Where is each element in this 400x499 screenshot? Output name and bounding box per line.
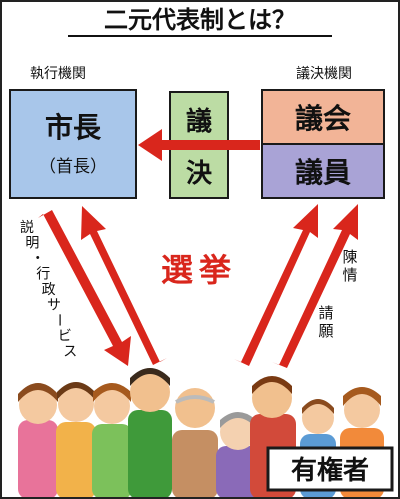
election-arrow-executive <box>81 206 167 365</box>
executive-box <box>9 89 137 199</box>
election-arrow-assembly <box>234 204 318 366</box>
petition-char: 陳 <box>342 248 357 266</box>
request-char: 願 <box>318 322 333 340</box>
voters-label: 有権者 <box>291 455 369 486</box>
left_arrow_label-char: 行 <box>36 267 50 283</box>
election-label: 選挙 <box>161 251 237 289</box>
service-arrow <box>38 210 131 366</box>
left_arrow_label-char: ス <box>63 344 77 360</box>
petition-char: 情 <box>342 266 357 284</box>
left_arrow_label-char: 政 <box>42 282 56 298</box>
assembly-label: 議会 <box>295 102 351 135</box>
diagram-title: 二元代表制とは？ <box>104 6 296 34</box>
left_arrow_label-char: 説 <box>20 220 34 236</box>
petition-arrow <box>272 204 358 368</box>
executive-caption: 執行機関 <box>30 66 86 82</box>
request-char: 請 <box>318 304 333 322</box>
vote-char-1: 議 <box>186 106 212 137</box>
vote-char-2: 決 <box>186 159 213 189</box>
assembly-member-label: 議員 <box>295 156 351 189</box>
request-label: 請願 <box>318 304 333 340</box>
petition-label: 陳情 <box>342 248 357 284</box>
left_arrow_label-char: ビ <box>58 329 72 345</box>
legislature-caption: 議決機関 <box>296 65 352 82</box>
voters-box <box>266 446 394 492</box>
executive-subtitle: （首長） <box>39 157 107 177</box>
assembly-member-box <box>261 143 385 199</box>
decision-arrow <box>138 129 260 161</box>
left_arrow_label-char: ・ <box>31 251 45 267</box>
left_arrow_label-char: 明 <box>25 236 39 252</box>
left_arrow_label-char: サ <box>47 298 61 314</box>
left_arrow_label-char: ー <box>50 313 66 327</box>
executive-title: 市長 <box>45 111 102 144</box>
